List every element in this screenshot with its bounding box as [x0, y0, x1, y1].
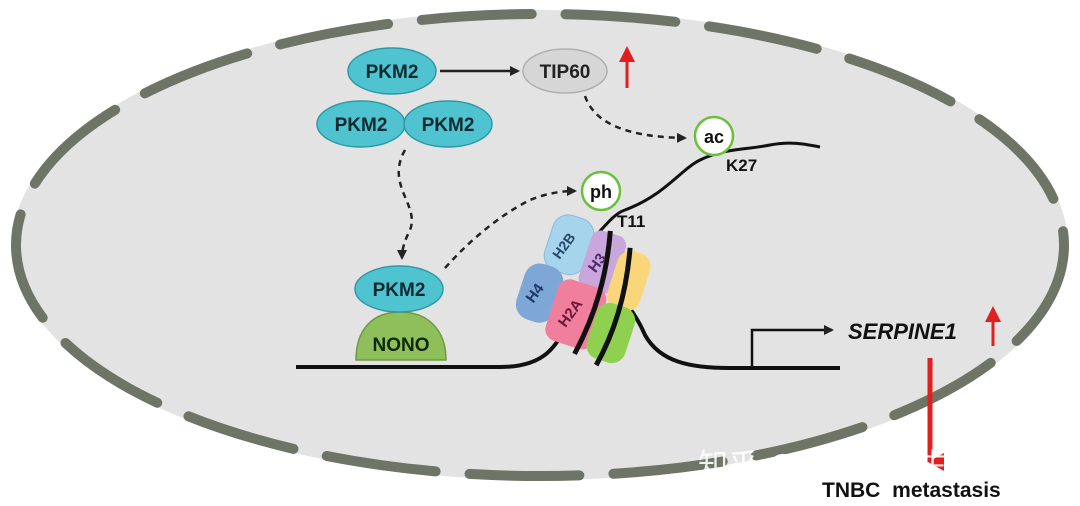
- svg-text:PKM2: PKM2: [373, 280, 426, 301]
- svg-text:PKM2: PKM2: [422, 115, 475, 136]
- nucleus: [12, 10, 1068, 480]
- serpine1-up-arrow: [985, 306, 1001, 346]
- svg-text:ac: ac: [704, 127, 724, 147]
- dashed-arrow-pkm2-ph: [444, 186, 577, 269]
- ph-mark: ph: [580, 170, 622, 212]
- pkm2-nuclear: PKM2: [354, 265, 444, 313]
- ac-mark: ac: [693, 115, 735, 157]
- svg-text:NONO: NONO: [373, 335, 430, 356]
- tip60-up-arrow: [619, 46, 635, 88]
- serpine1-label: SERPINE1: [848, 319, 957, 344]
- svg-text:TIP60: TIP60: [540, 62, 591, 83]
- watermark-text: 知乎 @广州基云生物科技: [698, 448, 1038, 483]
- svg-text:ph: ph: [590, 182, 612, 202]
- nucleosome: H2B H3 H4 H2A: [515, 214, 651, 367]
- dashed-arrow-pkm2-nuclear: [397, 149, 413, 260]
- svg-text:PKM2: PKM2: [366, 62, 419, 83]
- t11-label: T11: [617, 212, 645, 231]
- pkm2-right: PKM2: [403, 100, 493, 148]
- pkm2-top: PKM2: [347, 47, 437, 95]
- k27-label: K27: [726, 156, 757, 175]
- pkm2-left: PKM2: [316, 100, 406, 148]
- tip60: TIP60: [522, 48, 608, 94]
- nuclear-membrane: [11, 9, 1069, 481]
- tss-arrow: [750, 325, 834, 367]
- svg-text:PKM2: PKM2: [335, 115, 388, 136]
- histone-yellow: [606, 250, 651, 312]
- histone-h4: [515, 263, 564, 323]
- histone-tail: [584, 141, 821, 247]
- dashed-arrow-tip60-ac: [583, 95, 687, 143]
- tnbc-metastasis-label: TNBC metastasis: [822, 479, 1001, 502]
